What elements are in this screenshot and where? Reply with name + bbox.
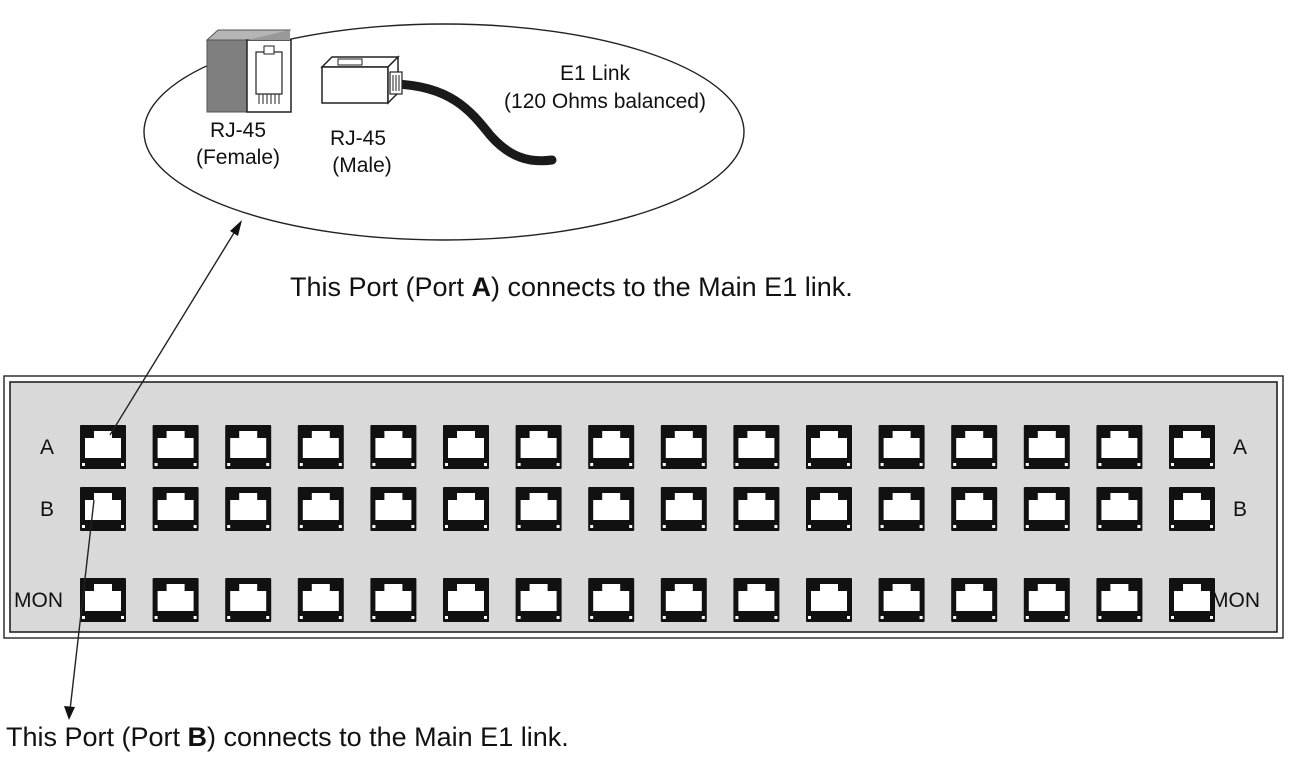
jack-mon-4 (297, 578, 344, 622)
jack-b-9 (660, 487, 707, 531)
jack-a-11 (806, 425, 852, 469)
port-b-caption-port: B (188, 722, 208, 752)
jack-a-3 (225, 425, 272, 469)
female-label-line1: RJ-45 (210, 119, 266, 142)
jack-b-14 (1023, 487, 1070, 531)
port-b-caption-before: This Port (Port (6, 722, 188, 752)
jack-b-5 (370, 487, 417, 531)
jack-mon-15 (1096, 578, 1143, 622)
row-label-right-b: B (1233, 498, 1247, 521)
jack-a-4 (297, 425, 344, 469)
jack-a-9 (660, 425, 707, 469)
port-a-caption-port: A (472, 272, 492, 302)
jack-mon-3 (225, 578, 272, 622)
jack-a-5 (370, 425, 417, 469)
jack-b-13 (951, 487, 998, 531)
jack-mon-8 (588, 578, 635, 622)
jack-grid (80, 425, 1215, 622)
jack-b-6 (443, 487, 489, 531)
rj45-male-icon (320, 55, 403, 105)
port-b-caption: This Port (Port B) connects to the Main … (6, 722, 569, 752)
port-a-caption-after: ) connects to the Main E1 link. (491, 272, 853, 302)
jack-mon-5 (370, 578, 417, 622)
jack-a-8 (588, 425, 635, 469)
jack-mon-7 (515, 578, 562, 622)
female-label-line2: (Female) (196, 146, 280, 169)
jack-mon-6 (443, 578, 489, 622)
jack-b-8 (588, 487, 635, 531)
cable-label-line2: (120 Ohms balanced) (504, 90, 706, 113)
jack-a-2 (152, 425, 199, 469)
jack-mon-2 (152, 578, 199, 622)
jack-a-14 (1023, 425, 1070, 469)
port-a-caption: This Port (Port A) connects to the Main … (290, 272, 853, 302)
e1-cable (390, 79, 557, 166)
jack-b-2 (152, 487, 199, 531)
jack-a-6 (443, 425, 489, 469)
jack-a-1 (80, 425, 126, 469)
male-label-line1: RJ-45 (330, 127, 386, 150)
jack-a-15 (1096, 425, 1143, 469)
jack-b-15 (1096, 487, 1143, 531)
port-a-pointer-line (109, 227, 238, 436)
jack-a-7 (515, 425, 562, 469)
row-label-left-a: A (40, 436, 54, 459)
jack-mon-11 (806, 578, 852, 622)
port-a-arrowhead-icon (230, 220, 242, 236)
row-label-left-b: B (40, 498, 54, 521)
jack-mon-13 (951, 578, 998, 622)
jack-b-16 (1169, 487, 1215, 531)
port-b-pointer-line (69, 499, 95, 711)
row-labels: A A B B MON MON (14, 436, 1260, 612)
jack-a-16 (1169, 425, 1215, 469)
jack-a-12 (878, 425, 925, 469)
row-label-left-mon: MON (14, 589, 63, 612)
jack-a-13 (951, 425, 998, 469)
jack-mon-12 (878, 578, 925, 622)
male-label-line2: (Male) (332, 154, 392, 177)
jack-b-7 (515, 487, 562, 531)
connector-callout (143, 23, 745, 241)
jack-mon-1 (80, 578, 126, 622)
jack-b-10 (733, 487, 780, 531)
rj45-female-icon (205, 29, 292, 113)
port-a-caption-before: This Port (Port (290, 272, 472, 302)
row-label-right-a: A (1233, 436, 1247, 459)
jack-b-1 (80, 487, 126, 531)
port-b-arrowhead-icon (64, 706, 75, 720)
jack-mon-10 (733, 578, 780, 622)
jack-a-10 (733, 425, 780, 469)
jack-b-12 (878, 487, 925, 531)
jack-mon-14 (1023, 578, 1070, 622)
jack-mon-9 (660, 578, 707, 622)
cable-label-line1: E1 Link (560, 62, 631, 85)
row-label-right-mon: MON (1211, 589, 1260, 612)
jack-mon-16 (1169, 578, 1215, 622)
jack-b-11 (806, 487, 852, 531)
patch-panel: A A B B MON MON (3, 375, 1284, 639)
jack-b-3 (225, 487, 272, 531)
jack-b-4 (297, 487, 344, 531)
port-b-caption-after: ) connects to the Main E1 link. (207, 722, 569, 752)
